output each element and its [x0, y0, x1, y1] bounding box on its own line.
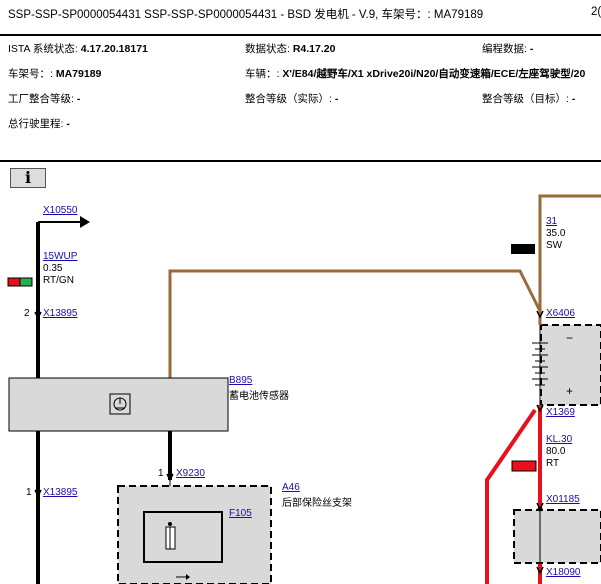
vehicle-info: 车辆：: X'/E84/越野车/X1 xDrive20i/N20/自动变速箱/E…	[245, 68, 586, 80]
component-a46-name: 后部保险丝支架	[282, 498, 352, 509]
component-b895-name: 蓄电池传感器	[229, 391, 289, 402]
factory-integration-level: 工厂整合等级: -	[8, 93, 81, 105]
integration-level-actual: 整合等级（实际）: -	[245, 93, 339, 105]
wire-31-id[interactable]: 31	[546, 216, 558, 227]
component-a46-id[interactable]: A46	[282, 482, 300, 493]
pin-1-left: 1	[26, 487, 32, 498]
connector-x1369[interactable]: X1369	[546, 407, 575, 418]
battery-minus-label: −	[566, 331, 574, 345]
component-x01185	[513, 509, 601, 564]
arrow-right-icon	[80, 216, 90, 228]
connector-x6406[interactable]: X6406	[546, 308, 575, 319]
sensor-symbol-icon	[109, 393, 131, 415]
wire-red-branch	[485, 408, 537, 584]
battery-icon	[532, 325, 548, 405]
wire-kl30-id[interactable]: KL.30	[546, 434, 573, 445]
connector-x10550[interactable]: X10550	[43, 205, 78, 216]
battery-plus-label: +	[566, 384, 574, 398]
wire-brown	[168, 269, 542, 378]
component-b895-id[interactable]: B895	[229, 375, 253, 386]
ista-status: ISTA 系统状态: 4.17.20.18171	[8, 43, 148, 55]
wire-15wup-color: RT/GN	[43, 275, 74, 286]
color-swatch-black	[511, 244, 535, 254]
fuse-f105-id[interactable]: F105	[229, 508, 252, 519]
connector-x18090[interactable]: X18090	[546, 567, 581, 578]
wire-15wup-id[interactable]: 15WUP	[43, 251, 78, 262]
data-status: 数据状态: R4.17.20	[245, 43, 336, 55]
integration-level-target: 整合等级（目标）: -	[482, 93, 576, 105]
component-a46	[117, 485, 272, 584]
page-number: 2(	[591, 6, 601, 18]
pin-1-mid: 1	[158, 468, 164, 479]
connector-x9230[interactable]: X9230	[176, 468, 205, 479]
wire-kl30-color: RT	[546, 458, 560, 469]
color-swatch-red	[7, 277, 21, 287]
programming-data: 编程数据: -	[482, 43, 534, 55]
wire-31-color: SW	[546, 240, 563, 251]
document-title: SSP-SSP-SP0000054431 SSP-SSP-SP000005443…	[8, 9, 484, 21]
pin-2: 2	[24, 308, 30, 319]
fuse-f105-frame	[143, 511, 223, 563]
connector-x01185[interactable]: X01185	[546, 494, 580, 505]
wire-kl30-size: 80.0	[546, 446, 566, 457]
vin: 车架号：: MA79189	[8, 68, 102, 80]
diagram-divider	[0, 160, 601, 162]
wire-brown-31	[538, 194, 601, 311]
wire-31-size: 35.0	[546, 228, 566, 239]
component-b895	[8, 377, 229, 432]
connector-x13895-bottom[interactable]: X13895	[43, 487, 78, 498]
wire-15wup-size: 0.35	[43, 263, 63, 274]
total-mileage: 总行驶里程: -	[8, 118, 70, 130]
color-swatch-green	[19, 277, 33, 287]
fuse-icon	[165, 526, 176, 550]
info-button[interactable]: i	[10, 168, 46, 188]
color-swatch-rt	[511, 460, 537, 472]
connector-x13895-top[interactable]: X13895	[43, 308, 78, 319]
header-divider	[0, 34, 601, 36]
